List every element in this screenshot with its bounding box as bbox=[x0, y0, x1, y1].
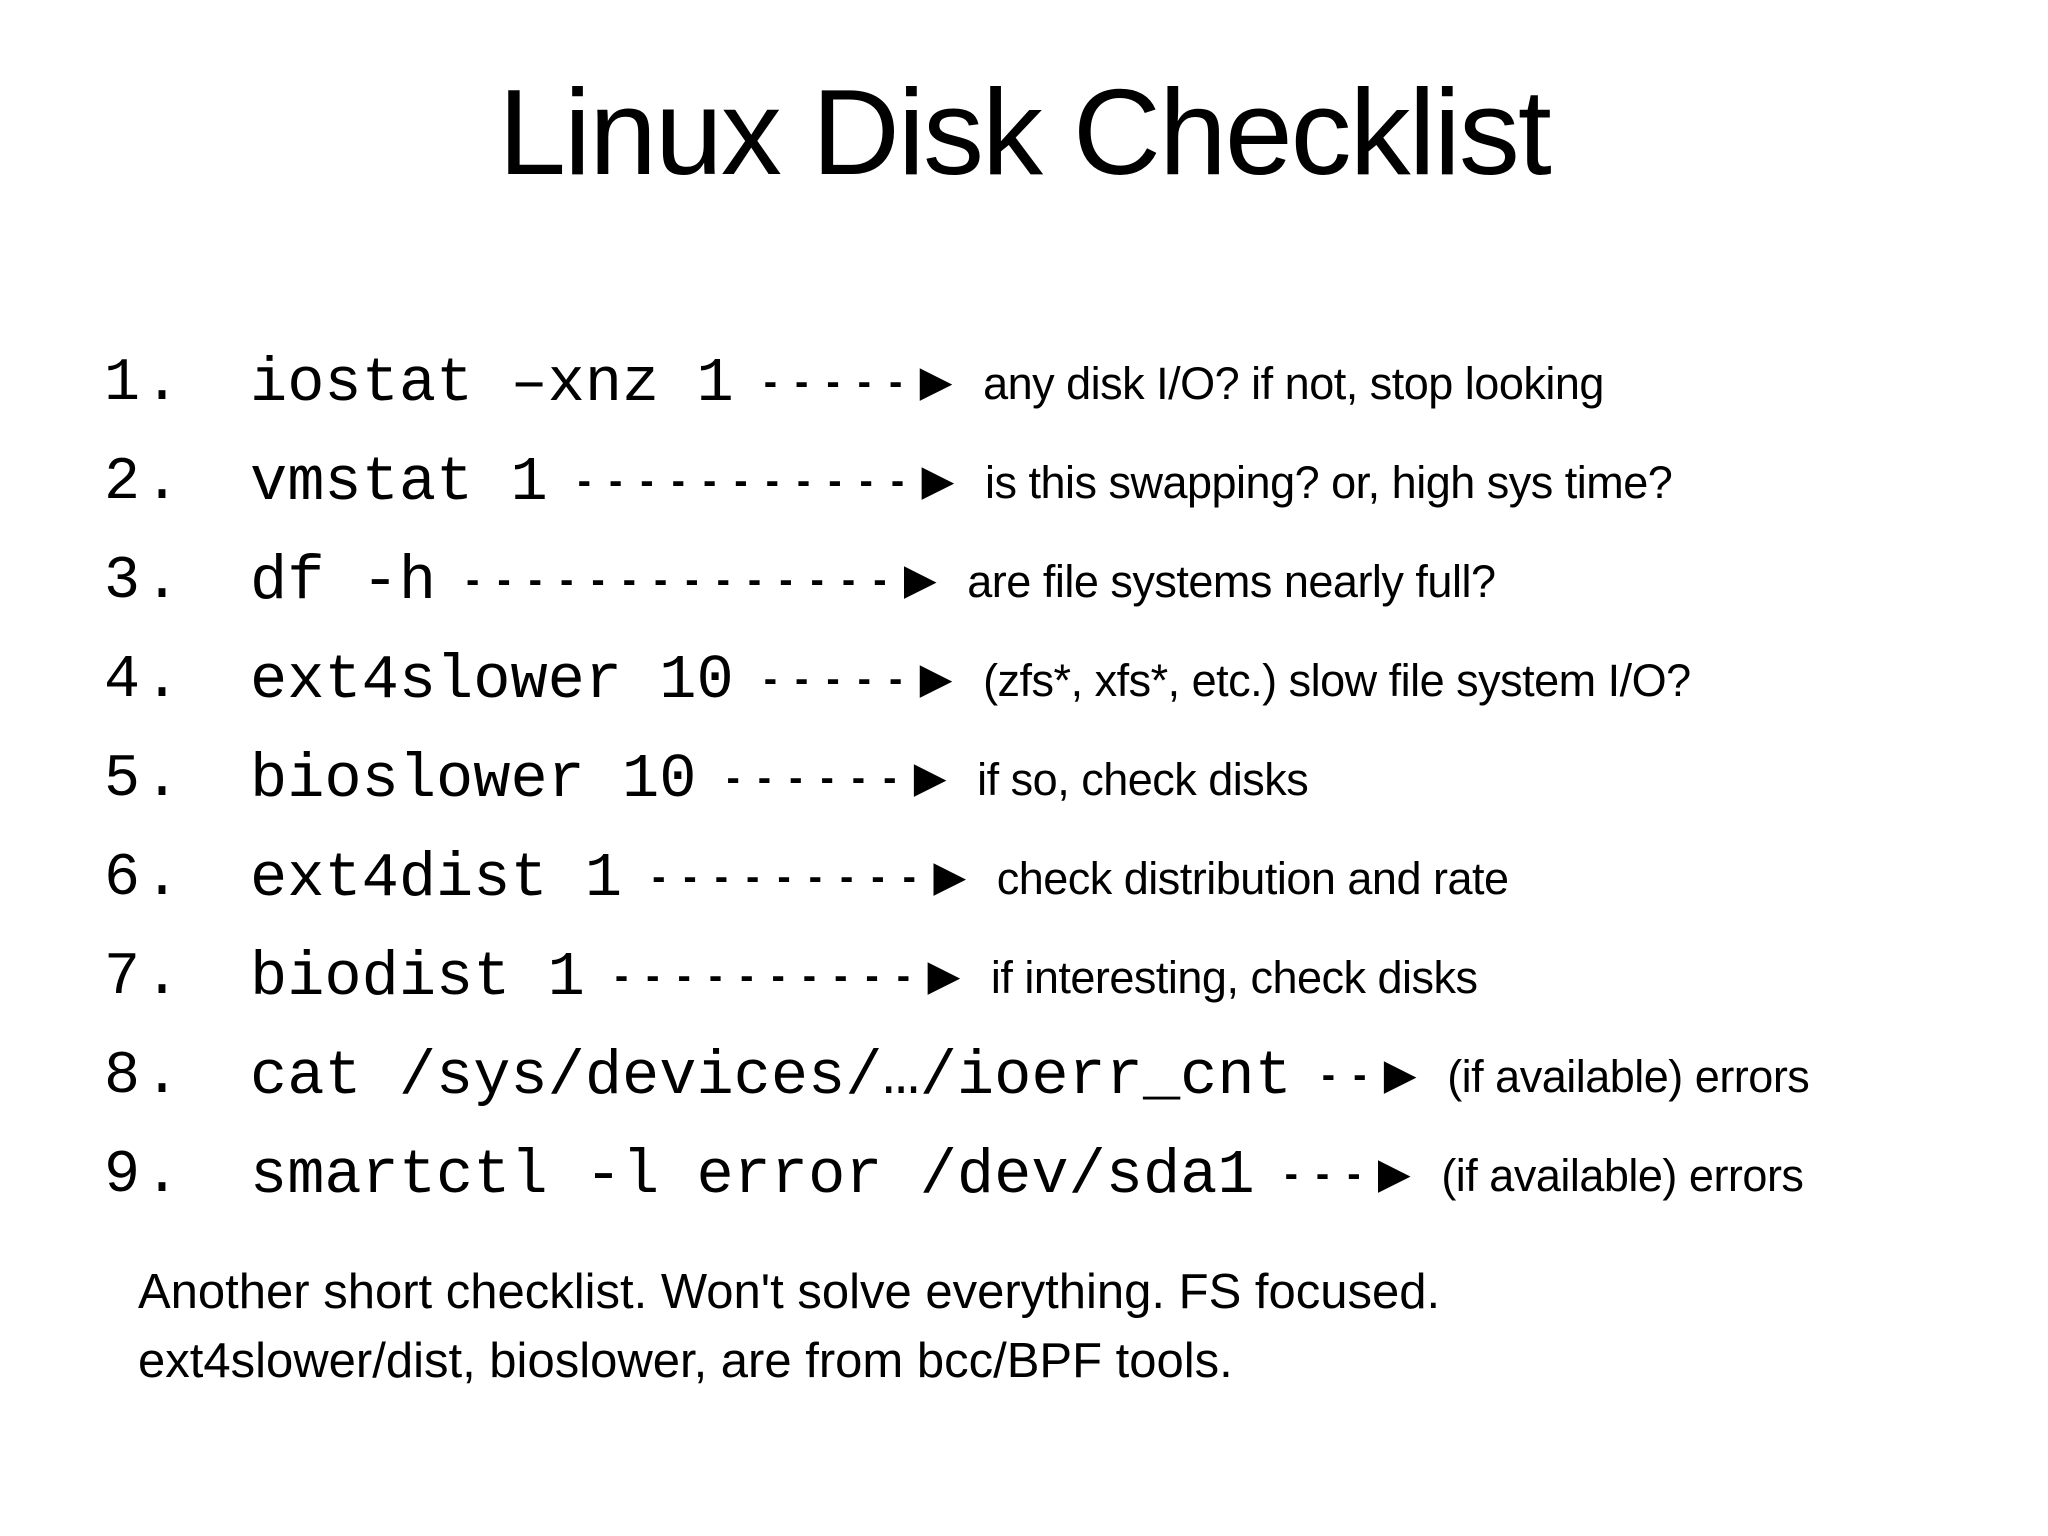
item-command: bioslower 10 bbox=[250, 744, 697, 815]
footer-note: Another short checklist. Won't solve eve… bbox=[138, 1258, 1440, 1396]
item-command: smartctl -l error /dev/sda1 bbox=[250, 1140, 1255, 1211]
dashed-arrow-icon: ----------▶ bbox=[614, 953, 977, 998]
footer-line-2: ext4slower/dist, bioslower, are from bcc… bbox=[138, 1334, 1233, 1388]
item-command: df -h bbox=[250, 546, 437, 617]
dashed-arrow-icon: ---▶ bbox=[1284, 1151, 1428, 1196]
item-number: 1. bbox=[104, 349, 185, 418]
item-command: biodist 1 bbox=[250, 942, 585, 1013]
item-description: (if available) errors bbox=[1441, 1149, 1804, 1201]
item-description: if interesting, check disks bbox=[990, 951, 1478, 1003]
checklist-item-8: 8. cat /sys/devices/…/ioerr_cnt --▶ (if … bbox=[104, 1027, 1998, 1126]
checklist-item-9: 9. smartctl -l error /dev/sda1 ---▶ (if … bbox=[104, 1126, 1998, 1225]
item-description: (zfs*, xfs*, etc.) slow file system I/O? bbox=[983, 654, 1691, 706]
item-number: 8. bbox=[104, 1042, 185, 1111]
dashed-arrow-icon: --------------▶ bbox=[466, 557, 954, 602]
item-command: ext4slower 10 bbox=[250, 645, 734, 716]
item-description: check distribution and rate bbox=[996, 852, 1509, 904]
item-command: vmstat 1 bbox=[250, 447, 548, 518]
checklist-item-4: 4. ext4slower 10 -----▶ (zfs*, xfs*, etc… bbox=[104, 631, 1998, 730]
checklist-item-3: 3. df -h --------------▶ are file system… bbox=[104, 532, 1998, 631]
item-number: 3. bbox=[104, 547, 185, 616]
dashed-arrow-icon: ---------▶ bbox=[652, 854, 983, 899]
item-command: iostat –xnz 1 bbox=[250, 348, 734, 419]
item-description: any disk I/O? if not, stop looking bbox=[983, 357, 1604, 409]
dashed-arrow-icon: -----▶ bbox=[763, 656, 970, 701]
checklist-item-1: 1. iostat –xnz 1 -----▶ any disk I/O? if… bbox=[104, 334, 1998, 433]
footer-line-1: Another short checklist. Won't solve eve… bbox=[138, 1265, 1441, 1319]
item-description: (if available) errors bbox=[1447, 1050, 1810, 1102]
item-number: 4. bbox=[104, 646, 185, 715]
item-command: cat /sys/devices/…/ioerr_cnt bbox=[250, 1041, 1292, 1112]
item-number: 9. bbox=[104, 1141, 185, 1210]
item-number: 7. bbox=[104, 943, 185, 1012]
dashed-arrow-icon: --▶ bbox=[1321, 1052, 1434, 1097]
item-command: ext4dist 1 bbox=[250, 843, 623, 914]
checklist-item-2: 2. vmstat 1 -----------▶ is this swappin… bbox=[104, 433, 1998, 532]
dashed-arrow-icon: -----------▶ bbox=[577, 458, 971, 503]
checklist: 1. iostat –xnz 1 -----▶ any disk I/O? if… bbox=[104, 334, 1998, 1225]
checklist-item-7: 7. biodist 1 ----------▶ if interesting,… bbox=[104, 928, 1998, 1027]
checklist-item-5: 5. bioslower 10 ------▶ if so, check dis… bbox=[104, 730, 1998, 829]
item-description: if so, check disks bbox=[977, 753, 1309, 805]
item-number: 6. bbox=[104, 844, 185, 913]
item-number: 2. bbox=[104, 448, 185, 517]
item-description: are file systems nearly full? bbox=[967, 555, 1496, 607]
dashed-arrow-icon: ------▶ bbox=[726, 755, 964, 800]
page-title: Linux Disk Checklist bbox=[498, 64, 1552, 200]
checklist-item-6: 6. ext4dist 1 ---------▶ check distribut… bbox=[104, 829, 1998, 928]
item-number: 5. bbox=[104, 745, 185, 814]
dashed-arrow-icon: -----▶ bbox=[763, 359, 970, 404]
item-description: is this swapping? or, high sys time? bbox=[984, 456, 1673, 508]
